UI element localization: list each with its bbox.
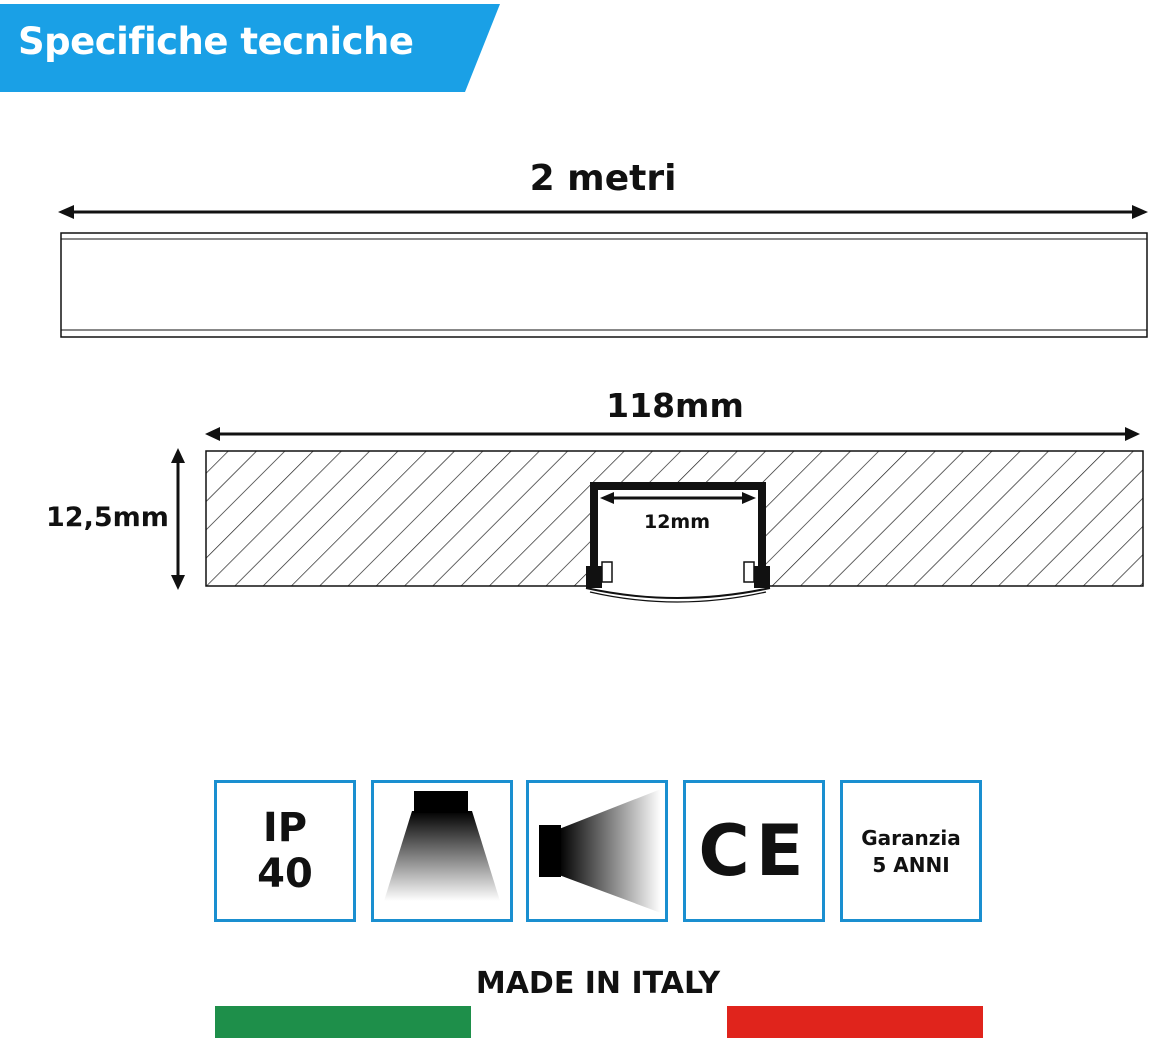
profile-side-view <box>60 232 1148 338</box>
length-label: 2 metri <box>529 158 677 199</box>
technical-drawing <box>58 205 1148 603</box>
length-dimension-arrow <box>58 205 1148 219</box>
ce-mark-badge: CE <box>683 780 825 922</box>
sidelight-icon <box>526 780 668 922</box>
height-label: 12,5mm <box>46 502 169 533</box>
channel-width-arrow <box>600 492 756 504</box>
width-label: 118mm <box>606 386 744 425</box>
ip-rating-text: IP 40 <box>257 805 313 897</box>
header-banner <box>0 4 500 92</box>
warranty-badge: Garanzia 5 ANNI <box>840 780 982 922</box>
made-in-italy-label: MADE IN ITALY <box>475 966 721 1001</box>
warranty-text: Garanzia 5 ANNI <box>861 826 961 877</box>
ip-rating-badge: IP 40 <box>214 780 356 922</box>
page-title: Specifiche tecniche <box>18 20 414 63</box>
profile-cross-section <box>205 450 1144 603</box>
downlight-icon <box>371 780 513 922</box>
feature-icons: IP 40 CE <box>214 780 984 922</box>
width-dimension-arrow <box>205 427 1140 441</box>
height-dimension-arrow <box>171 448 185 590</box>
channel-width-label: 12mm <box>643 511 711 533</box>
flag-green-bar <box>215 1006 471 1038</box>
ce-mark-text: CE <box>698 810 810 892</box>
flag-red-bar <box>727 1006 983 1038</box>
